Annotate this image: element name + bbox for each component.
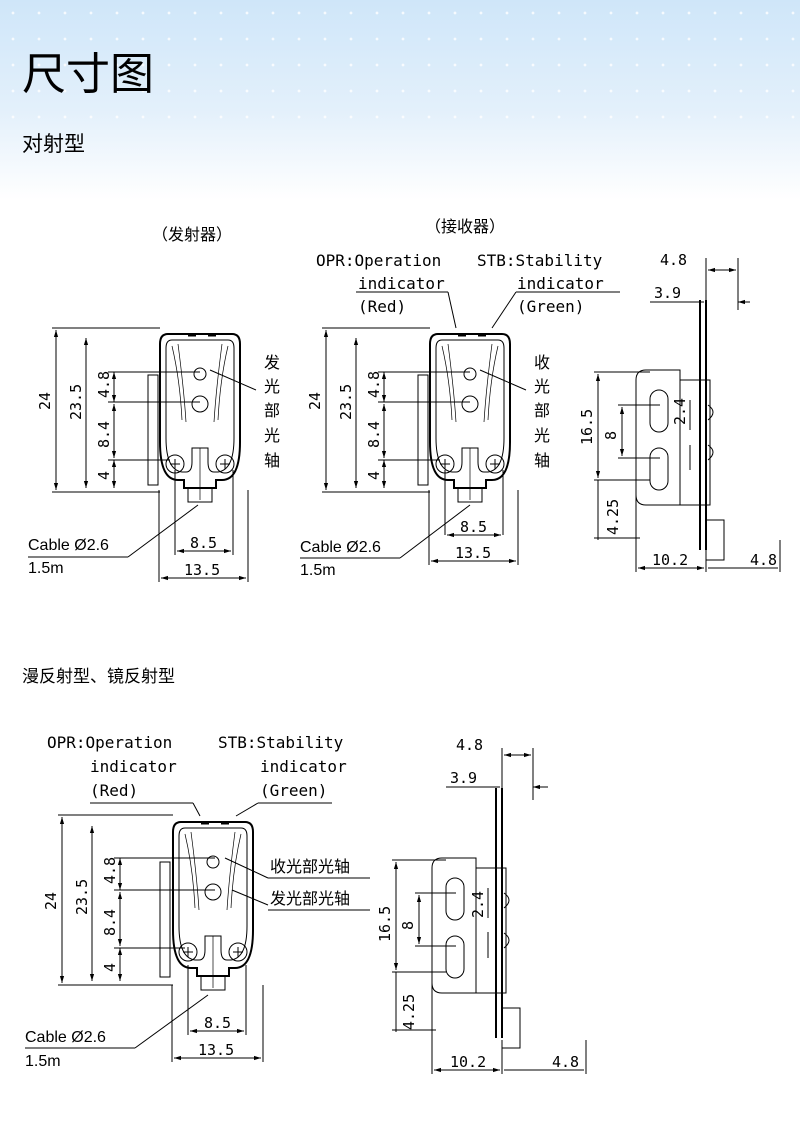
diffuse-stb-line2: indicator	[260, 757, 347, 776]
diffuse-side-dim-4-8-bottom: 4.8	[552, 1053, 579, 1071]
diffuse-side-view	[392, 748, 587, 1074]
svg-text:光: 光	[264, 426, 280, 445]
emitter-dim-4: 4	[95, 471, 113, 480]
receiver-opr-line2: indicator	[358, 274, 445, 293]
receiver-front-view	[300, 291, 620, 565]
emitter-axis-label: 发 光 部 光 轴	[264, 353, 280, 470]
section-title-diffuse: 漫反射型、镜反射型	[22, 667, 175, 687]
svg-text:光: 光	[534, 377, 550, 396]
side-dim-4-8-top: 4.8	[660, 251, 687, 269]
diffuse-emit-axis-label: 发光部光轴	[270, 889, 350, 908]
diffuse-dim-8-4: 8.4	[101, 909, 119, 936]
emitter-cable-length: 1.5m	[28, 560, 64, 577]
receiver-cable-label: Cable Ø2.6	[300, 539, 381, 556]
diffuse-dim-4-8: 4.8	[101, 857, 119, 884]
receiver-dim-4-8: 4.8	[365, 371, 383, 398]
receiver-stb-line3: (Green)	[517, 297, 584, 316]
svg-text:轴: 轴	[534, 451, 550, 470]
diffuse-dim-8-5: 8.5	[204, 1014, 231, 1032]
diffuse-dim-24: 24	[42, 892, 60, 910]
diffuse-side-dim-3-9: 3.9	[450, 769, 477, 787]
receiver-dim-24: 24	[306, 392, 324, 410]
receiver-caption: （接收器）	[425, 217, 505, 236]
receiver-dim-13-5: 13.5	[455, 544, 491, 562]
diffuse-stb-line3: (Green)	[260, 781, 327, 800]
emitter-dim-13-5: 13.5	[184, 561, 220, 579]
svg-text:部: 部	[534, 401, 550, 420]
receiver-dim-8-5: 8.5	[460, 518, 487, 536]
diffuse-dim-23-5: 23.5	[73, 879, 91, 915]
diffuse-front-view	[25, 802, 370, 1062]
page-title: 尺寸图	[22, 49, 154, 100]
receiver-opr-line3: (Red)	[358, 297, 406, 316]
diffuse-dim-13-5: 13.5	[198, 1041, 234, 1059]
diffuse-side-dim-2-4: 2.4	[469, 891, 487, 918]
receiver-stb-line1: STB:Stability	[477, 251, 603, 270]
side-dim-10-2: 10.2	[652, 551, 688, 569]
side-dim-8: 8	[602, 431, 620, 440]
emitter-dim-8-5: 8.5	[190, 534, 217, 552]
svg-text:轴: 轴	[264, 451, 280, 470]
diffuse-stb-line1: STB:Stability	[218, 733, 344, 752]
receiver-dim-4: 4	[365, 471, 383, 480]
emitter-dim-4-8: 4.8	[95, 371, 113, 398]
svg-text:发: 发	[264, 353, 280, 372]
diffuse-side-dim-4-25: 4.25	[400, 994, 418, 1030]
svg-text:光: 光	[264, 377, 280, 396]
diffuse-side-dim-8: 8	[399, 921, 417, 930]
receiver-dim-8-4: 8.4	[365, 421, 383, 448]
diffuse-dim-4: 4	[101, 963, 119, 972]
diffuse-side-dim-4-8-top: 4.8	[456, 736, 483, 754]
side-dim-4-25: 4.25	[604, 499, 622, 535]
emitter-cable-label: Cable Ø2.6	[28, 537, 109, 554]
side-dim-4-8-bottom: 4.8	[750, 551, 777, 569]
side-dim-16-5: 16.5	[578, 409, 596, 445]
svg-text:光: 光	[534, 426, 550, 445]
receiver-stb-line2: indicator	[517, 274, 604, 293]
diffuse-opr-line2: indicator	[90, 757, 177, 776]
diffuse-opr-line3: (Red)	[90, 781, 138, 800]
diffuse-cable-label: Cable Ø2.6	[25, 1029, 106, 1046]
header-background-pattern	[0, 0, 800, 120]
side-dim-3-9: 3.9	[654, 284, 681, 302]
receiver-axis-label: 收 光 部 光 轴	[534, 353, 550, 470]
svg-text:部: 部	[264, 401, 280, 420]
receiver-dim-23-5: 23.5	[337, 384, 355, 420]
emitter-front-view	[28, 327, 257, 582]
emitter-dim-8-4: 8.4	[95, 421, 113, 448]
through-beam-side-view	[594, 258, 781, 572]
emitter-caption: （发射器）	[152, 225, 232, 244]
receiver-opr-line1: OPR:Operation	[316, 251, 441, 270]
diffuse-side-dim-10-2: 10.2	[450, 1053, 486, 1071]
svg-text:收: 收	[534, 353, 550, 372]
through-beam-panel	[0, 210, 800, 600]
emitter-dim-23-5: 23.5	[67, 384, 85, 420]
diffuse-opr-line1: OPR:Operation	[47, 733, 172, 752]
diffuse-receive-axis-label: 收光部光轴	[270, 857, 350, 876]
section-title-through-beam: 对射型	[22, 132, 85, 156]
emitter-dim-24: 24	[36, 392, 54, 410]
diffuse-cable-length: 1.5m	[25, 1053, 61, 1070]
diffuse-side-dim-16-5: 16.5	[376, 906, 394, 942]
side-dim-2-4: 2.4	[671, 398, 689, 425]
receiver-cable-length: 1.5m	[300, 562, 336, 579]
